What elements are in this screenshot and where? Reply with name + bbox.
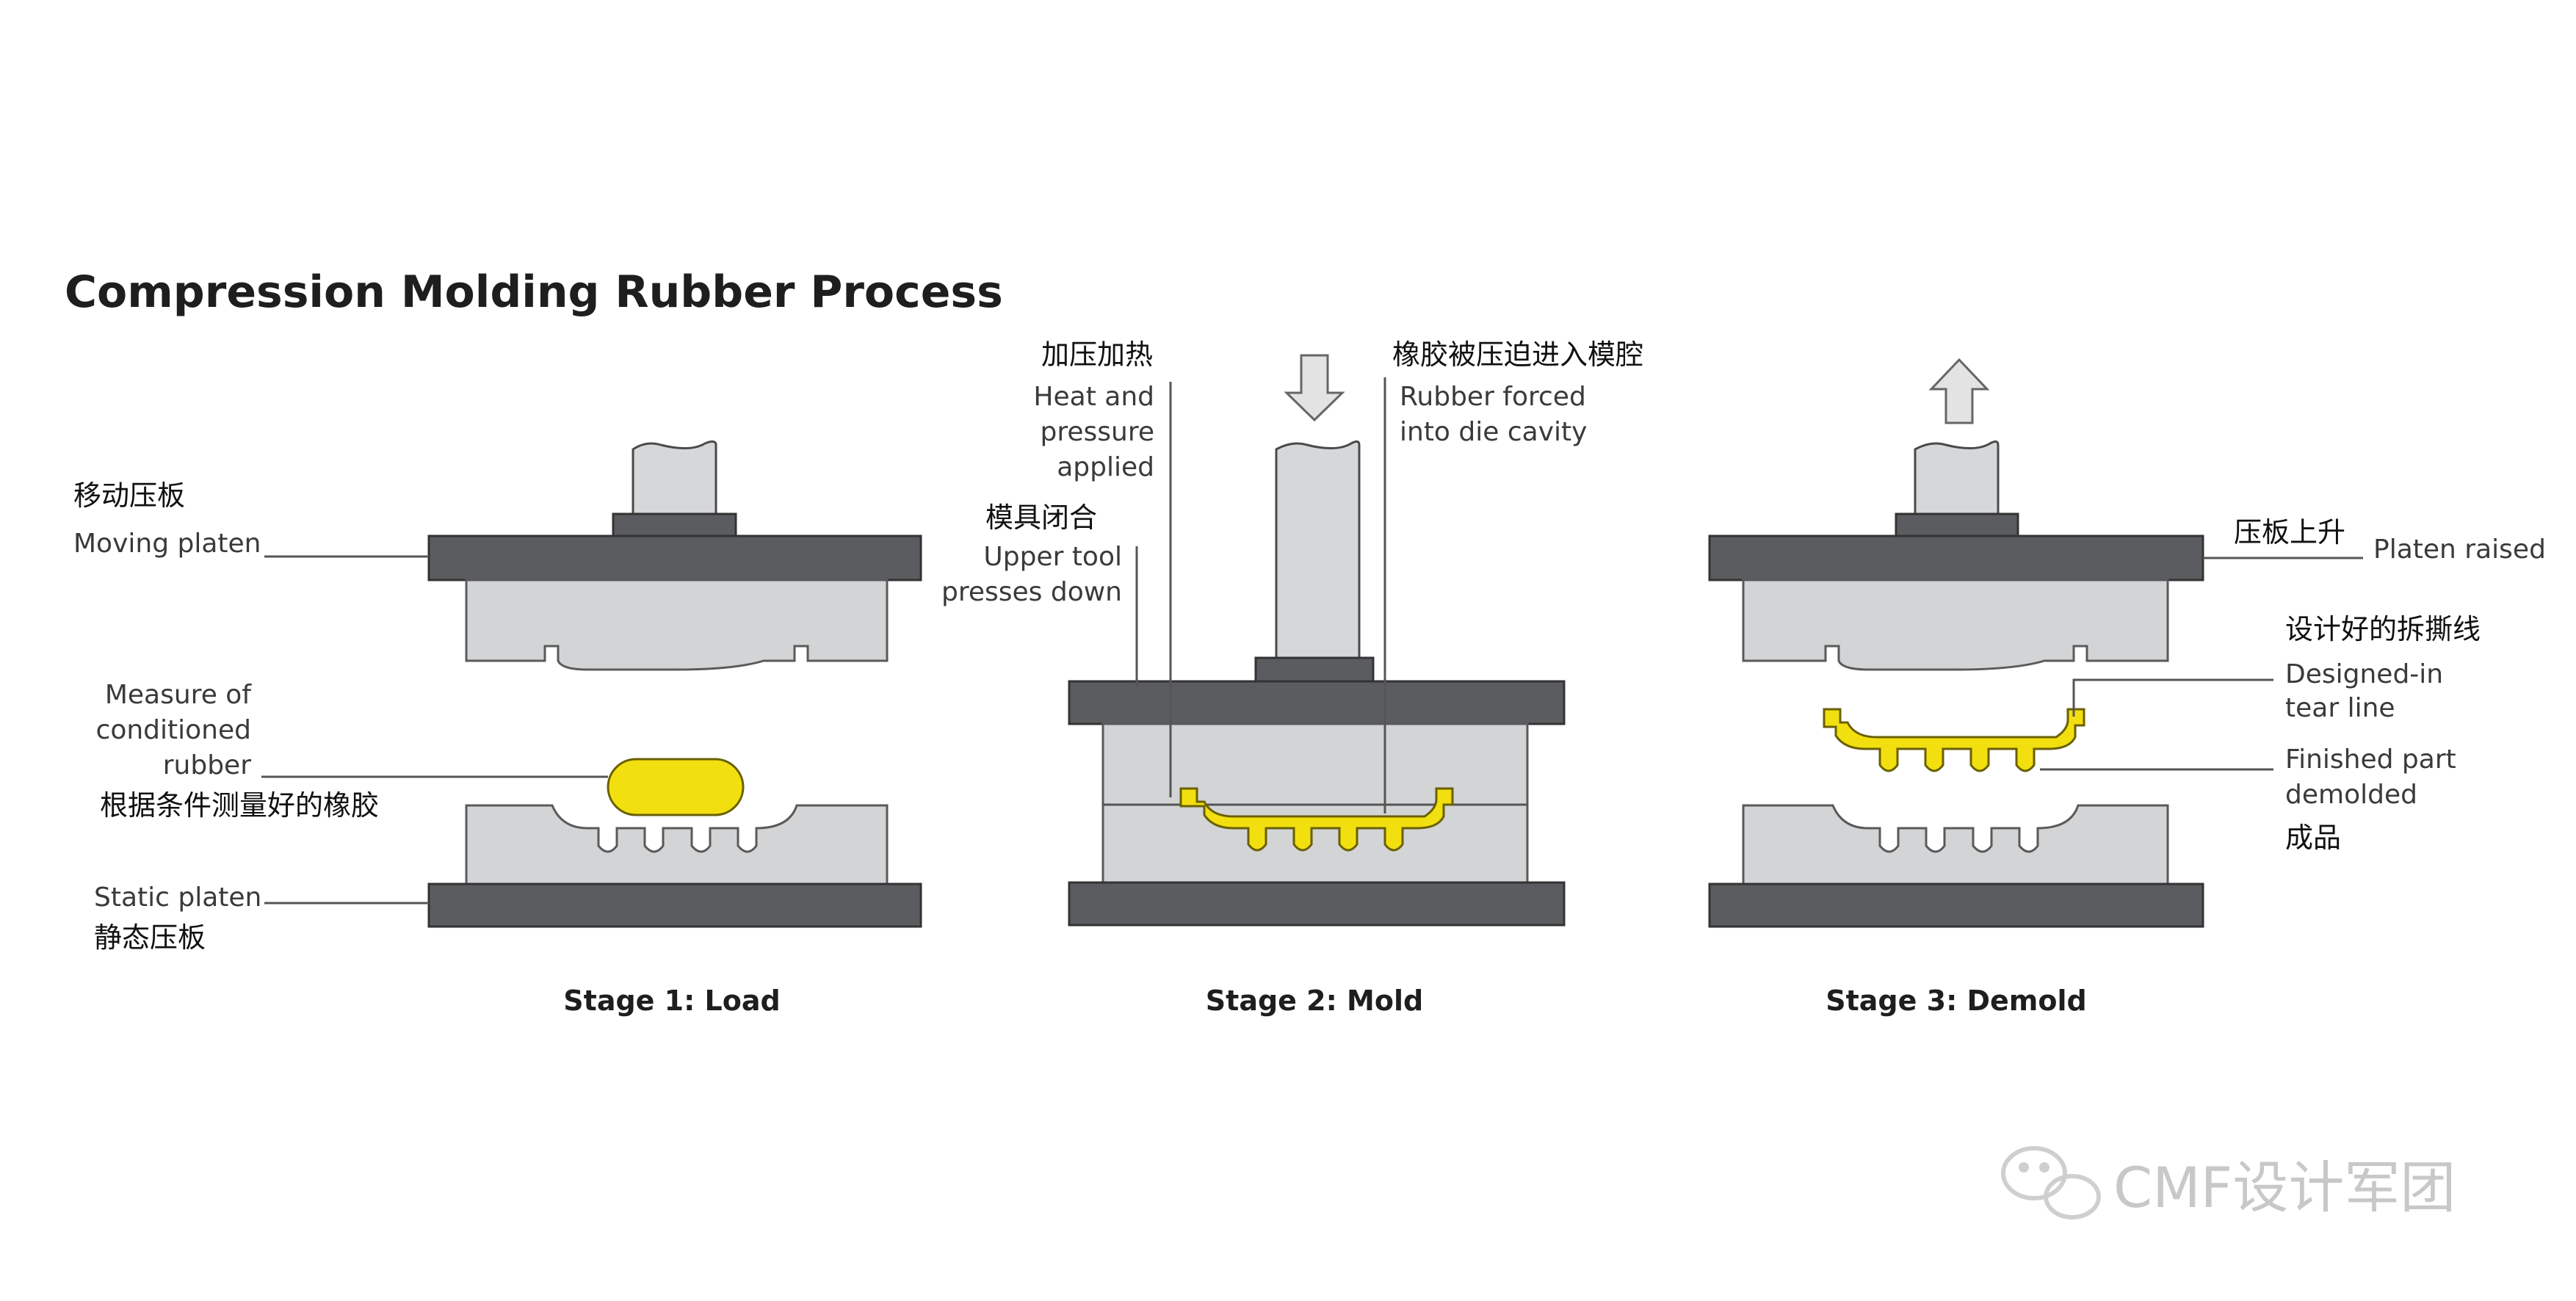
moving-platen-label-en: Moving platen [73,529,261,559]
measure-rubber-line2: conditioned [96,715,251,745]
stage1-static-platen [427,883,922,928]
heat-pressure-line3: applied [1057,452,1154,482]
stage2-closed-die [1101,722,1529,884]
stage1-ram [632,440,717,517]
stage3-finished-part [1823,708,2085,772]
static-platen-label-cn: 静态压板 [94,921,206,954]
watermark: CMF设计军团 [2001,1146,2456,1220]
upper-tool-label-cn: 模具闭合 [985,501,1097,534]
heat-pressure-line1: Heat and [1033,382,1154,412]
stage-1-load: 移动压板 Moving platen Measure of conditione… [73,440,922,1017]
heat-pressure-line2: pressure [1041,417,1155,447]
rubber-forced-label-cn: 橡胶被压迫进入模腔 [1392,338,1643,371]
stage3-moving-platen [1708,534,2204,581]
rubber-forced-line1: Rubber forced [1400,382,1586,412]
stage2-moving-platen [1068,680,1566,725]
up-arrow-icon [1928,358,1990,424]
stage-3-demold: 压板上升 Platen raised 设计好的拆撕线 Designed-in t… [1708,358,2546,1017]
tear-line-label-cn: 设计好的拆撕线 [2285,613,2481,645]
measure-rubber-line1: Measure of [105,680,252,710]
measure-rubber-label-cn: 根据条件测量好的橡胶 [100,789,379,822]
stage2-static-platen [1068,881,1566,927]
stage2-ram-plate [1254,656,1375,686]
tear-line-line2: tear line [2285,693,2395,723]
stage2-molded-part [1179,787,1454,852]
platen-raised-label-cn: 压板上升 [2234,516,2345,548]
upper-tool-line2: presses down [941,577,1122,607]
stage1-upper-die [465,579,889,671]
upper-tool-line1: Upper tool [983,542,1122,572]
finished-part-label-cn: 成品 [2285,822,2341,854]
tear-line-leader [2072,678,2273,717]
watermark-text: CMF设计军团 [2113,1155,2456,1220]
moving-platen-label-cn: 移动压板 [73,479,185,512]
stage1-lower-die [465,804,889,886]
finished-part-line2: demolded [2285,780,2417,810]
stage1-moving-platen [427,534,922,581]
measure-rubber-line3: rubber [163,750,251,780]
stage1-rubber-blank [607,758,745,816]
platen-raised-label-en: Platen raised [2373,534,2546,565]
heat-pressure-label-cn: 加压加热 [1041,338,1153,371]
stage2-ram [1275,440,1361,662]
down-arrow-icon [1284,354,1345,422]
stage3-static-platen [1708,883,2204,928]
finished-part-line1: Finished part [2285,744,2456,775]
stage3-ram [1914,440,2000,517]
static-platen-label-en: Static platen [94,883,261,913]
stage3-upper-die [1742,579,2169,671]
wechat-icon [2001,1146,2101,1220]
stage-2-label: Stage 2: Mold [1206,985,1423,1017]
stage-3-label: Stage 3: Demold [1826,985,2087,1017]
tear-line-line1: Designed-in [2285,659,2443,689]
rubber-forced-line2: into die cavity [1400,417,1587,447]
stage3-lower-die [1742,804,2169,886]
stage-1-label: Stage 1: Load [563,985,780,1017]
stage-2-mold: 加压加热 Heat and pressure applied 模具闭合 Uppe… [941,338,1643,1017]
diagram-title: Compression Molding Rubber Process [65,267,1003,318]
